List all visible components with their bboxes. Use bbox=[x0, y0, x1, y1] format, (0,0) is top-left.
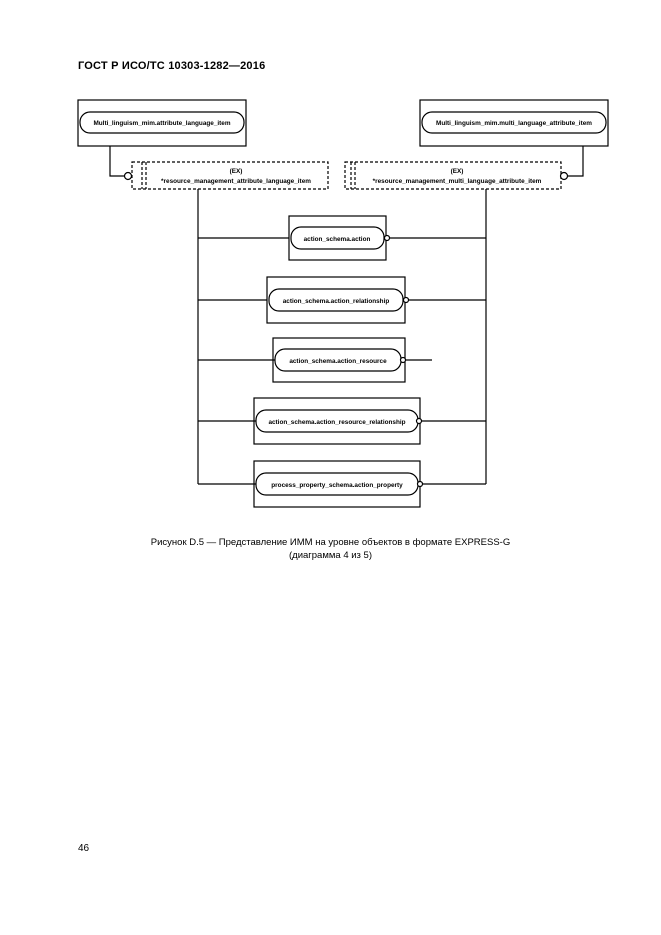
entity-label-5: process_property_schema.action_property bbox=[271, 482, 403, 489]
right-select-box bbox=[344, 161, 562, 190]
entity-box-4 bbox=[198, 397, 486, 445]
document-header: ГОСТ Р ИСО/ТС 10303-1282—2016 bbox=[78, 60, 266, 72]
figure-caption: Рисунок D.5 — Представление ИММ на уровн… bbox=[0, 536, 661, 562]
left-top-connector bbox=[109, 146, 124, 177]
entity-box-2 bbox=[198, 276, 486, 324]
figure-caption-line-1: Рисунок D.5 — Представление ИММ на уровн… bbox=[150, 537, 511, 548]
top-right-entity-label: Multi_linguism_mim.multi_language_attrib… bbox=[436, 120, 592, 127]
left-select-label: *resource_management_attribute_language_… bbox=[161, 178, 311, 185]
entity-box-5 bbox=[198, 460, 486, 508]
top-left-entity bbox=[77, 99, 247, 147]
figure-caption-line-2: (диаграмма 4 из 5) bbox=[289, 550, 372, 561]
right-select-label: *resource_management_multi_language_attr… bbox=[373, 178, 542, 185]
left-top-connector-end bbox=[123, 171, 133, 181]
page-number: 46 bbox=[78, 843, 90, 854]
left-select-tag: (EX) bbox=[230, 168, 243, 175]
right-top-connector bbox=[568, 146, 584, 177]
right-top-connector-end bbox=[559, 171, 569, 181]
entity-box-3 bbox=[198, 337, 432, 383]
top-right-entity bbox=[419, 99, 609, 147]
entity-label-3: action_schema.action_resource bbox=[289, 358, 387, 365]
right-select-tag: (EX) bbox=[451, 168, 464, 175]
entity-label-2: action_schema.action_relationship bbox=[283, 298, 390, 305]
top-left-entity-label: Multi_linguism_mim.attribute_language_it… bbox=[93, 120, 230, 127]
entity-label-4: action_schema.action_resource_relationsh… bbox=[268, 419, 405, 426]
entity-box-1 bbox=[198, 215, 486, 261]
entity-label-1: action_schema.action bbox=[304, 236, 371, 243]
